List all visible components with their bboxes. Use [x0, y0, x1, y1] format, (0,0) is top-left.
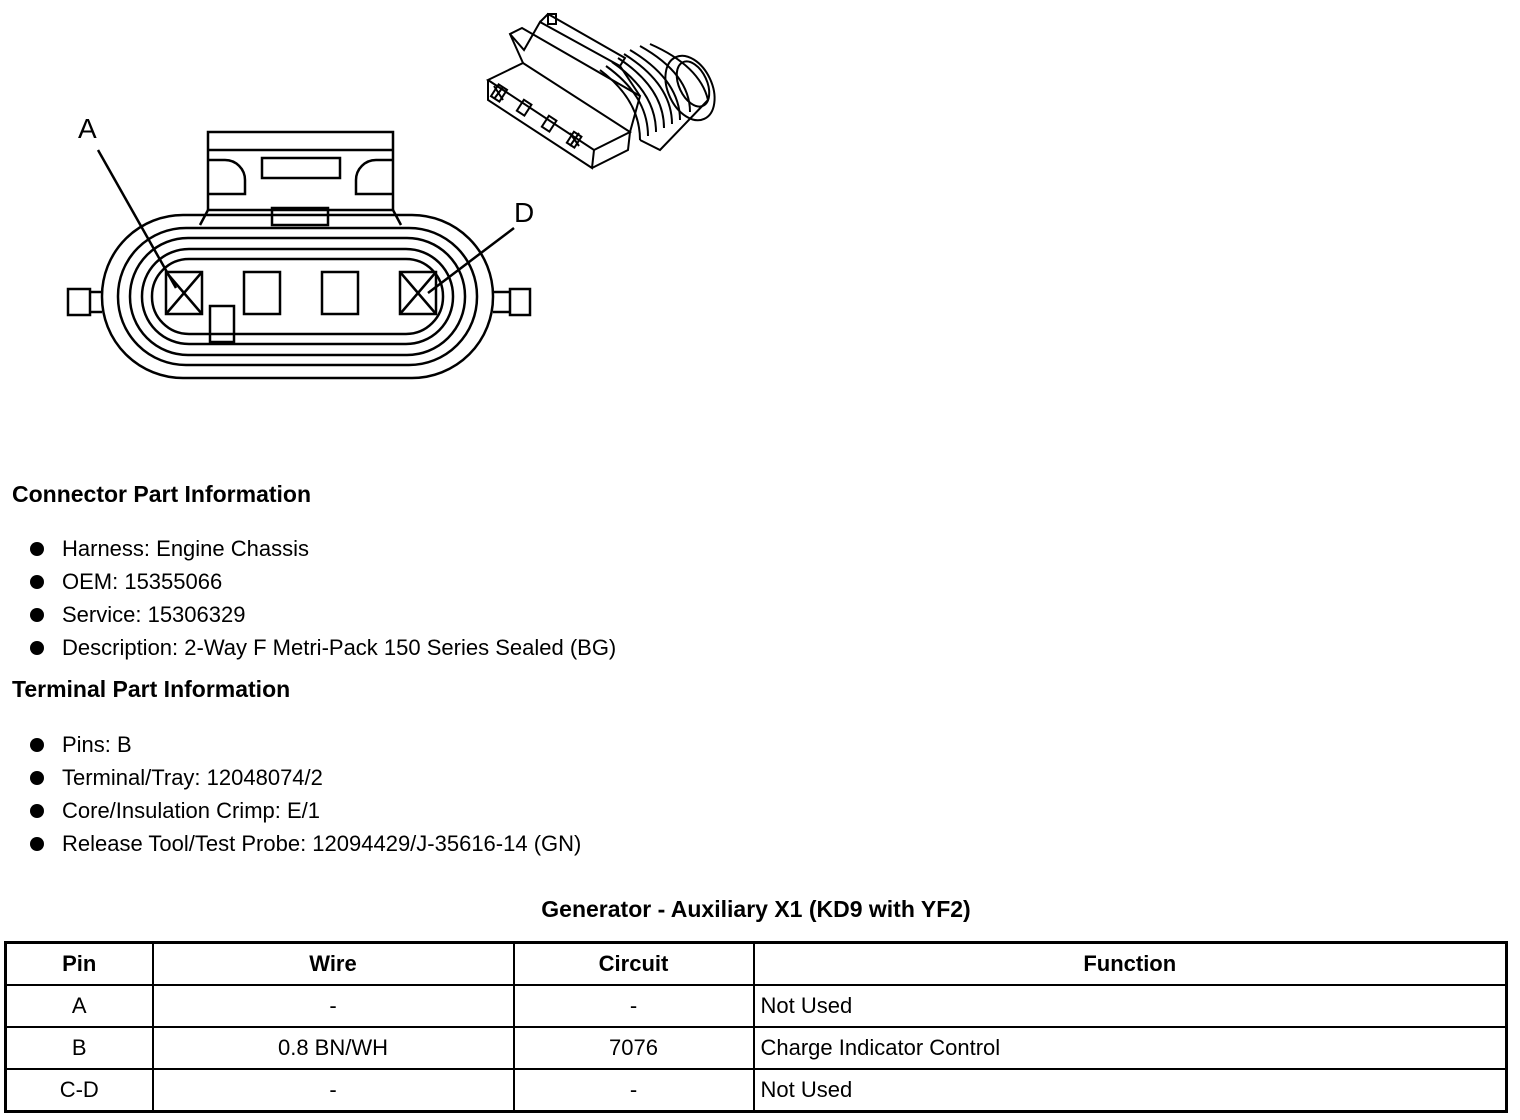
- connector-cavity-wall: [150, 257, 445, 336]
- cell-pin: B: [4, 1026, 154, 1070]
- pin-d-leader: [427, 227, 515, 294]
- connector-iso-illustration: [485, 12, 716, 170]
- cell-function: Not Used: [752, 1068, 1508, 1113]
- cell-pin: A: [4, 984, 154, 1028]
- terminal-section-title: Terminal Part Information: [12, 676, 291, 702]
- list-item: Terminal/Tray: 12048074/2: [28, 761, 581, 794]
- list-item: OEM: 15355066: [28, 565, 616, 598]
- cell-wire: -: [151, 1068, 515, 1113]
- list-item: Release Tool/Test Probe: 12094429/J-3561…: [28, 827, 581, 860]
- cell-pin: C-D: [4, 1068, 154, 1113]
- pin-a-leader: [96, 149, 178, 289]
- connector-latch: [206, 130, 395, 210]
- header-pin: Pin: [4, 941, 154, 986]
- pin-cavity-b: [242, 270, 282, 316]
- pinout-table: Pin Wire Circuit Function A - - Not Used…: [4, 941, 1508, 1113]
- list-item: Core/Insulation Crimp: E/1: [28, 794, 581, 827]
- connector-info-list: Harness: Engine Chassis OEM: 15355066 Se…: [28, 532, 616, 664]
- pin-label-a: A: [78, 113, 97, 144]
- list-item: Harness: Engine Chassis: [28, 532, 616, 565]
- connector-ear-right: [508, 287, 532, 317]
- cell-wire: 0.8 BN/WH: [151, 1026, 515, 1070]
- cell-function: Not Used: [752, 984, 1508, 1028]
- header-wire: Wire: [151, 941, 515, 986]
- cell-circuit: 7076: [512, 1026, 755, 1070]
- pin-cavity-c: [320, 270, 360, 316]
- connector-section-title: Connector Part Information: [12, 481, 312, 507]
- table-row: A - - Not Used: [4, 984, 1508, 1028]
- cell-wire: -: [151, 984, 515, 1028]
- table-row: C-D - - Not Used: [4, 1068, 1508, 1113]
- connector-seal-ring-3: [140, 247, 455, 346]
- header-circuit: Circuit: [512, 941, 755, 986]
- connector-outer-shell: [100, 213, 495, 380]
- connector-diagram: A D: [66, 12, 716, 380]
- pin-cavity-d: [398, 270, 438, 316]
- list-item: Description: 2-Way F Metri-Pack 150 Seri…: [28, 631, 616, 664]
- list-item: Pins: B: [28, 728, 581, 761]
- table-row: B 0.8 BN/WH 7076 Charge Indicator Contro…: [4, 1026, 1508, 1070]
- cell-circuit: -: [512, 984, 755, 1028]
- header-function: Function: [752, 941, 1508, 986]
- connector-key: [208, 304, 236, 344]
- cell-circuit: -: [512, 1068, 755, 1113]
- terminal-info-list: Pins: B Terminal/Tray: 12048074/2 Core/I…: [28, 728, 581, 860]
- list-item: Service: 15306329: [28, 598, 616, 631]
- cell-function: Charge Indicator Control: [752, 1026, 1508, 1070]
- table-title: Generator - Auxiliary X1 (KD9 with YF2): [541, 896, 971, 922]
- table-header-row: Pin Wire Circuit Function: [4, 941, 1508, 986]
- connector-seal-ring-2: [128, 236, 467, 357]
- pin-label-d: D: [514, 197, 534, 228]
- connector-ear-left: [66, 287, 92, 317]
- pin-cavity-a: [164, 270, 204, 316]
- connector-seal-ring-1: [116, 226, 479, 367]
